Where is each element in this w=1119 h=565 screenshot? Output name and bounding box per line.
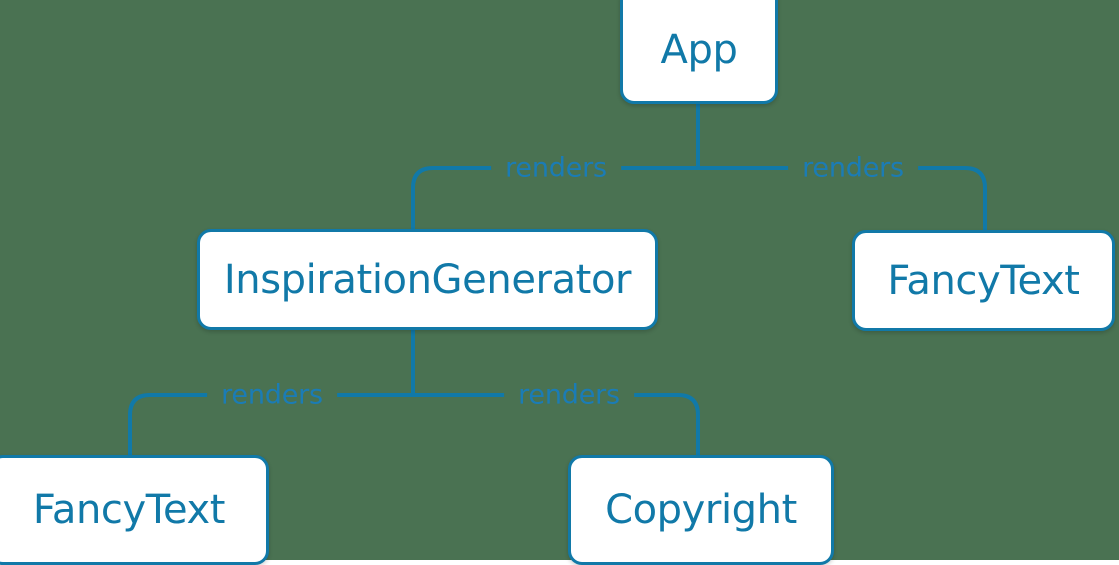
edge-label-app-to-inspirationgenerator: renders	[491, 154, 621, 182]
edge-label-app-to-fancytext-right: renders	[788, 154, 918, 182]
node-fancy-text-right-label: FancyText	[887, 257, 1080, 304]
node-fancy-text-right[interactable]: FancyText	[852, 230, 1115, 331]
node-inspiration-generator[interactable]: InspirationGenerator	[197, 229, 658, 330]
node-copyright[interactable]: Copyright	[568, 455, 834, 565]
node-fancy-text-bottom-label: FancyText	[32, 487, 226, 533]
node-app-label: App	[660, 27, 738, 73]
node-fancy-text-bottom[interactable]: FancyText	[0, 455, 269, 565]
node-copyright-label: Copyright	[605, 487, 797, 533]
edge-label-inspirationgenerator-to-copyright: renders	[504, 381, 634, 409]
edge-app-to-fancytext-right	[696, 166, 987, 232]
node-app[interactable]: App	[620, 0, 778, 104]
edge-inspirationgenerator-to-copyright	[411, 393, 700, 457]
node-inspiration-generator-label: InspirationGenerator	[223, 256, 632, 303]
edge-label-inspirationgenerator-to-fancytext: renders	[207, 381, 337, 409]
edge-app-to-inspirationgenerator	[411, 166, 700, 231]
edge-inspirationgenerator-to-fancytext	[128, 393, 415, 457]
